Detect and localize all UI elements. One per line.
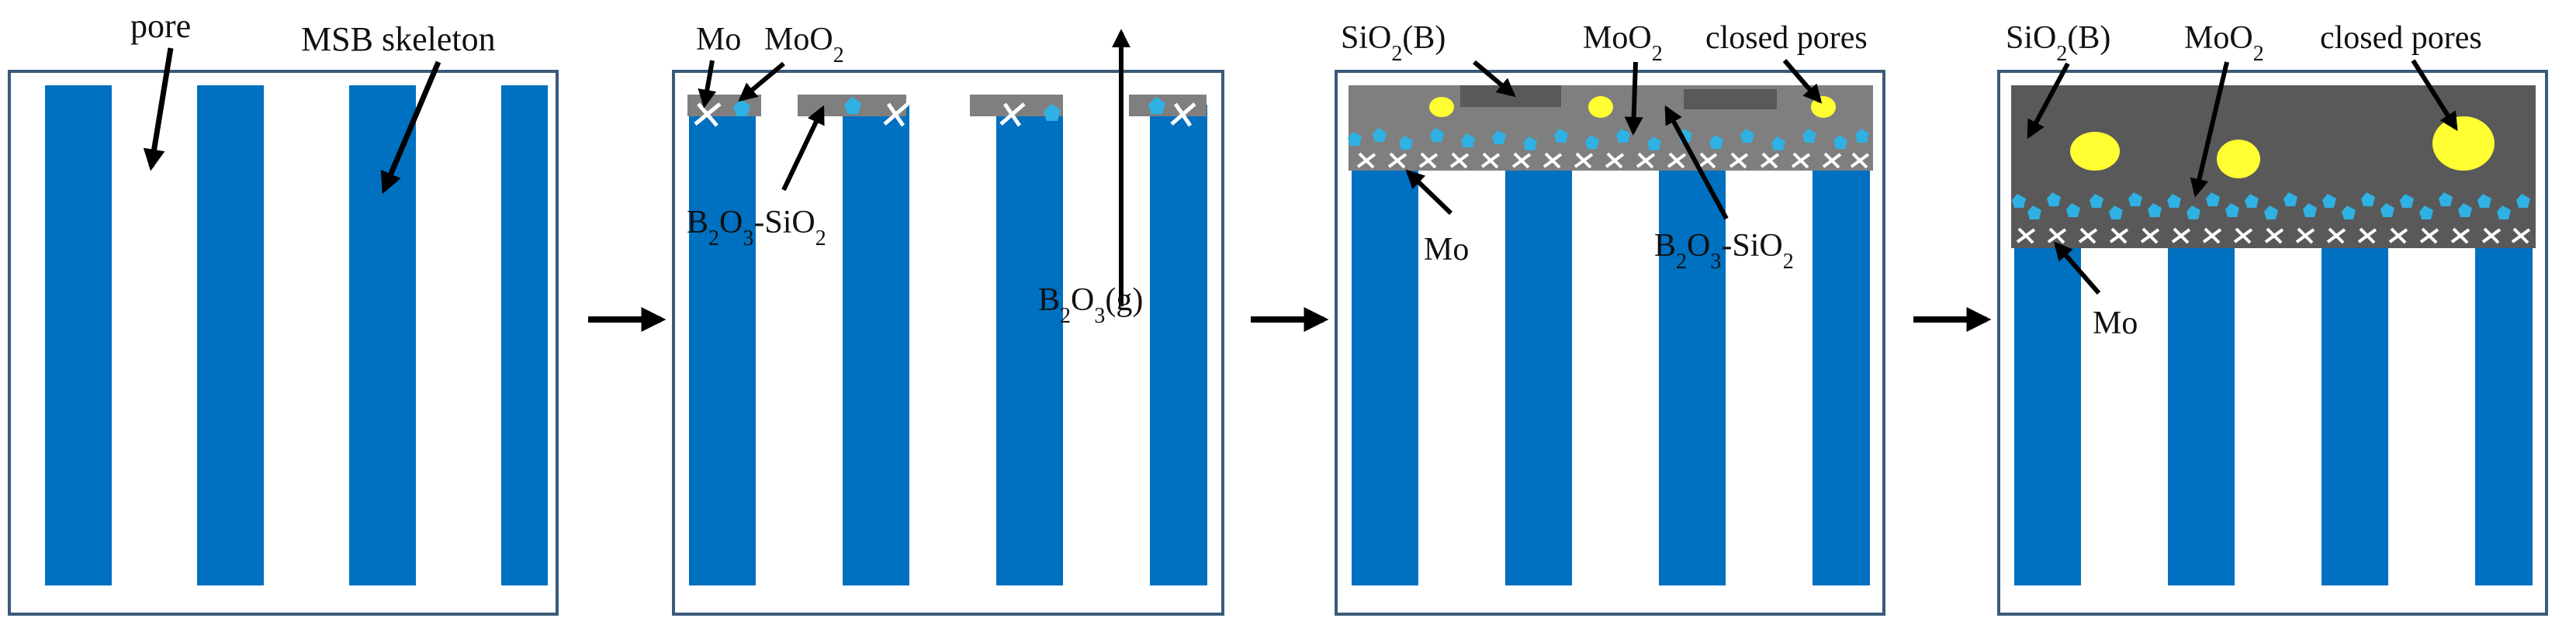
sio2-b-pointer <box>1473 60 1516 98</box>
skeleton-pointer <box>380 60 441 195</box>
moo2-label: MoO2 <box>1583 20 1663 66</box>
closed-pores-label: closed pores <box>2320 20 2482 56</box>
skeleton-column <box>197 85 264 585</box>
skeleton-column <box>843 105 909 585</box>
skeleton-column <box>2475 233 2533 585</box>
skeleton-column <box>689 105 756 585</box>
panel-2-frame <box>672 70 1224 616</box>
closed-pore <box>2432 116 2495 171</box>
b2o3-gas-label: B2O3(g) <box>1038 282 1143 328</box>
closed-pores-pointer <box>1782 59 1823 104</box>
panel-4-frame <box>1997 70 2548 616</box>
mo-label: Mo <box>696 22 741 57</box>
panel-3-frame <box>1335 70 1885 616</box>
closed-pore <box>2217 140 2260 178</box>
skeleton-column <box>1352 159 1418 585</box>
skeleton-column <box>45 85 112 585</box>
moo2-pointer <box>738 61 785 102</box>
skeleton-column <box>1150 105 1207 585</box>
moo2-label: MoO2 <box>764 22 844 67</box>
sio2-b-pointer <box>2027 62 2070 140</box>
panel-2: Mo MoO2 B2O3-SiO2 B2O3(g) <box>672 22 1224 616</box>
dark-block <box>1684 89 1777 109</box>
moo2-particles <box>2012 192 2530 219</box>
skeleton-column <box>1505 159 1572 585</box>
closed-pore <box>1811 96 1836 118</box>
moo2-particles <box>733 97 1165 121</box>
b2o3-sio2-pointer <box>1664 105 1729 220</box>
pore-label: pore <box>130 7 191 45</box>
b2o3-sio2-label: B2O3-SiO2 <box>1654 228 1794 274</box>
skeleton-column <box>1813 159 1870 585</box>
moo2-particles <box>1348 128 1869 150</box>
closed-pore <box>1429 97 1454 117</box>
mo-pointer <box>698 60 717 109</box>
skeleton-column <box>2168 233 2235 585</box>
closed-pores-label: closed pores <box>1705 20 1868 56</box>
closed-pore <box>2070 132 2120 171</box>
skeleton-column <box>996 105 1063 585</box>
skeleton-column <box>501 85 548 585</box>
mo-label: Mo <box>1424 232 1469 268</box>
mo-pointer <box>2053 241 2101 295</box>
sio2-b-label: SiO2(B) <box>1341 20 1446 66</box>
moo2-pointer <box>2190 61 2229 198</box>
closed-pores-pointer <box>2411 59 2458 132</box>
skeleton-column <box>2322 233 2388 585</box>
pore-pointer <box>143 47 174 171</box>
closed-pore <box>1588 96 1613 118</box>
mo-particles <box>2016 227 2531 244</box>
b2o3-sio2-pointer <box>781 105 825 192</box>
panel-1-frame <box>8 70 559 616</box>
sio2-b-label: SiO2(B) <box>2006 20 2110 66</box>
mo-label: Mo <box>2093 306 2138 341</box>
moo2-pointer <box>1624 61 1643 136</box>
panel-3: SiO2(B) MoO2 closed pores Mo B2O3-SiO2 <box>1335 20 1885 616</box>
panel-1: pore MSB skeleton <box>8 7 559 616</box>
moo2-label: MoO2 <box>2184 20 2264 66</box>
skeleton-label: MSB skeleton <box>301 20 496 58</box>
skeleton-column <box>1659 159 1726 585</box>
dark-block <box>1460 85 1561 107</box>
skeleton-column <box>2014 233 2081 585</box>
b2o3-sio2-label: B2O3-SiO2 <box>687 205 826 250</box>
mo-particles <box>1356 152 1870 169</box>
skeleton-column <box>349 85 416 585</box>
mo-pointer <box>1405 169 1453 216</box>
panel-4: SiO2(B) MoO2 closed pores Mo <box>1997 20 2548 616</box>
